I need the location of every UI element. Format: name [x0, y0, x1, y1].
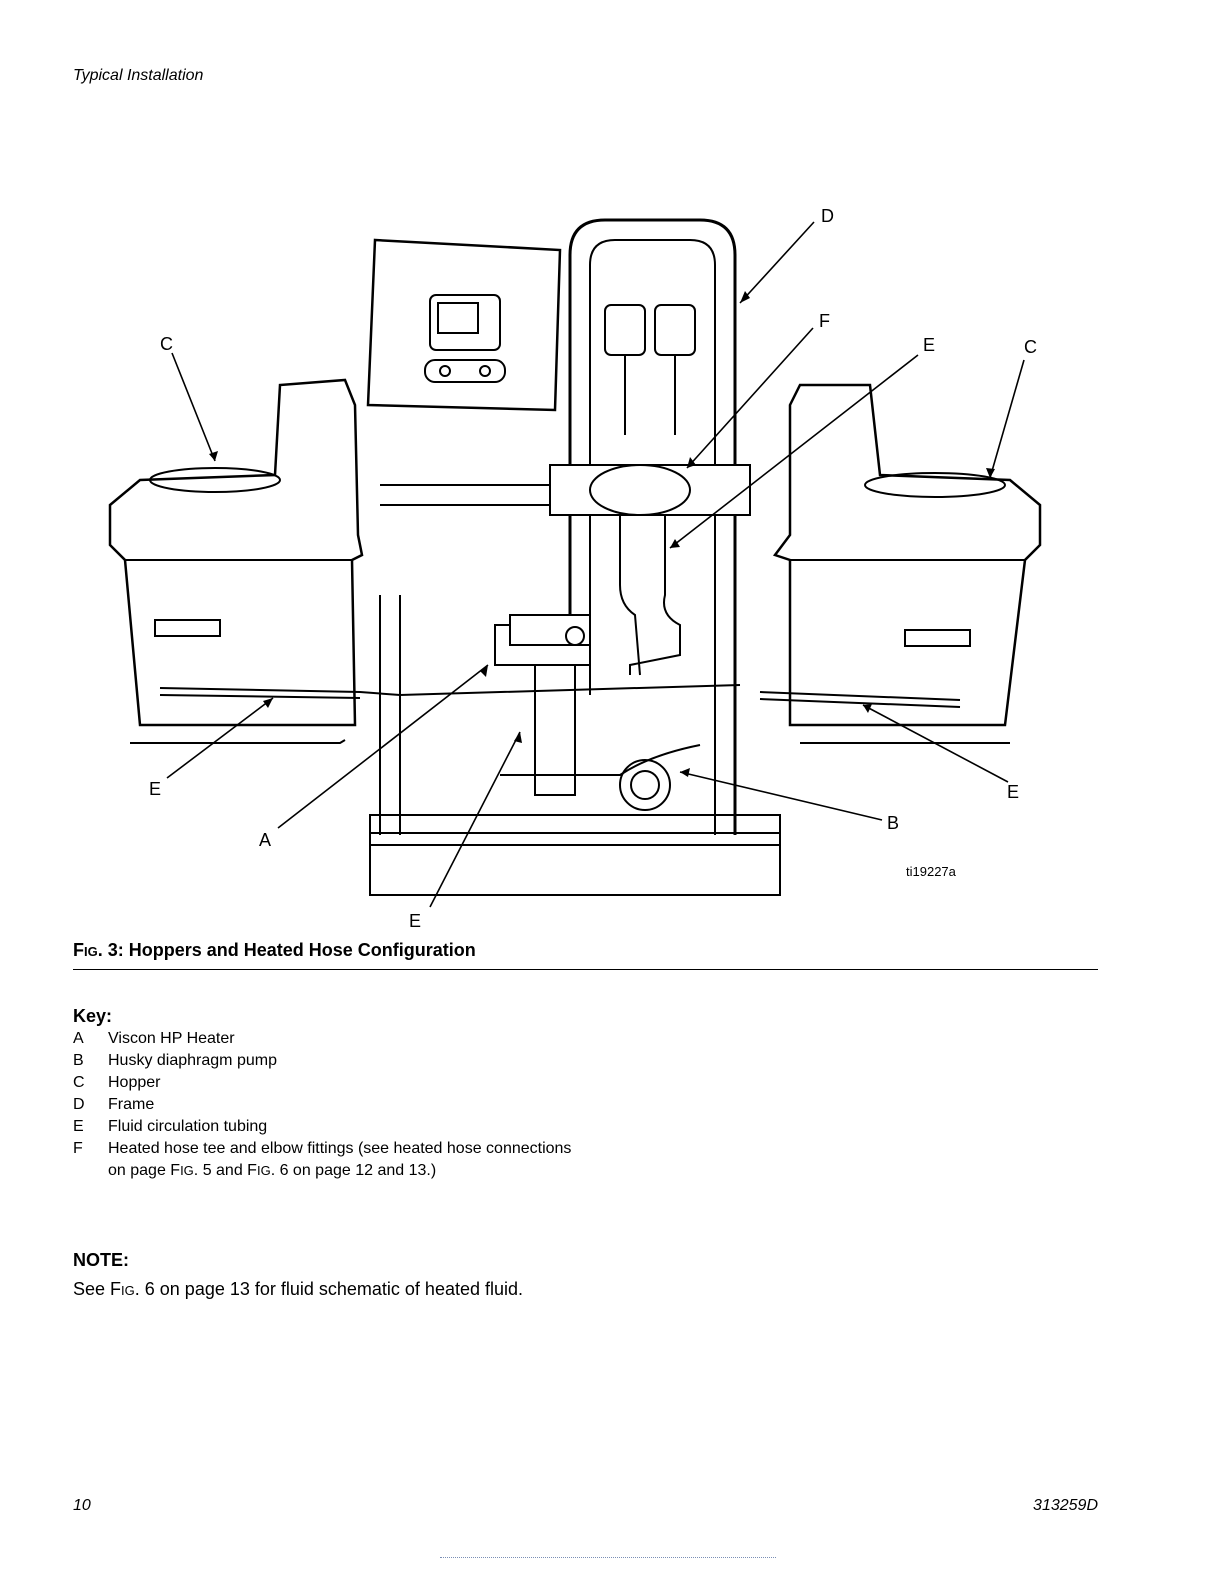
callout-c-left: C	[160, 334, 173, 354]
control-box	[366, 238, 562, 412]
tube-left	[159, 684, 741, 697]
left-hopper	[108, 378, 364, 727]
callout-e-top: E	[923, 335, 935, 355]
manifold	[549, 464, 751, 516]
callout-b: B	[887, 813, 899, 833]
tube-center	[619, 515, 641, 676]
caption-rule	[73, 969, 1098, 970]
note-text: See FIG. 6 on page 13 for fluid schemati…	[73, 1279, 524, 1299]
callout-f: F	[819, 311, 830, 331]
tube-right	[759, 691, 961, 701]
callout-a: A	[259, 830, 271, 850]
frame	[568, 218, 737, 835]
page-number: 10	[73, 1497, 91, 1514]
pump	[619, 759, 671, 811]
right-hopper	[772, 383, 1042, 727]
callout-e-bottom: E	[409, 911, 421, 931]
callout-e-right: E	[1007, 782, 1019, 802]
note-title: NOTE:	[73, 1250, 129, 1270]
document-number: 313259D	[1033, 1497, 1098, 1514]
pallet-base	[369, 824, 781, 896]
callout-c-right: C	[1024, 337, 1037, 357]
figure-caption: FIG. 3: Hoppers and Heated Hose Configur…	[73, 940, 476, 960]
bottom-dotted-line	[440, 1557, 776, 1558]
section-title: Typical Installation	[73, 67, 204, 84]
image-id: ti19227a	[906, 864, 957, 879]
installation-figure: D F C E C E E B A E ti19227a	[108, 206, 1042, 931]
key-title: Key:	[73, 1006, 113, 1026]
callout-d: D	[821, 206, 834, 226]
callout-e-left: E	[149, 779, 161, 799]
